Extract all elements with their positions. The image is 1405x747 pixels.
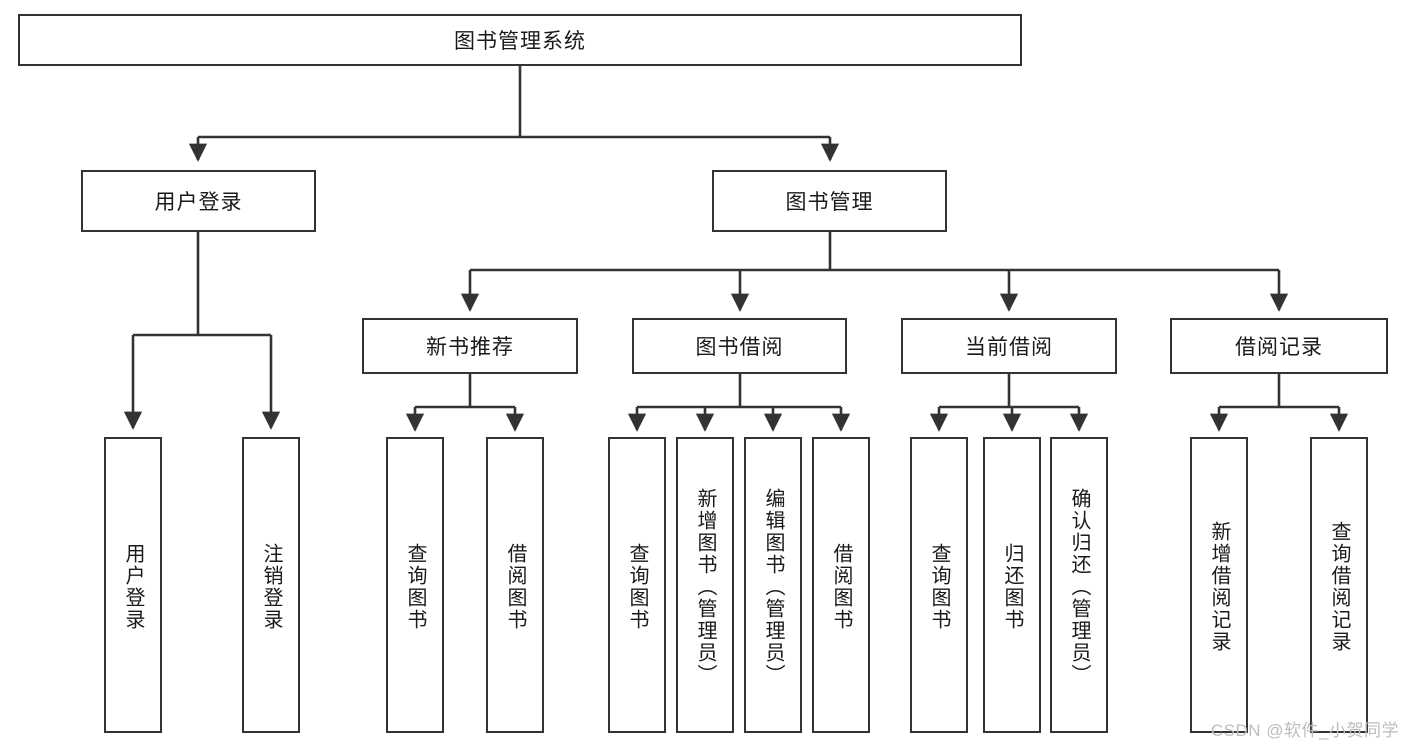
node-book-borrow-label: 图书借阅 — [695, 336, 784, 359]
leaf-node-label: 用户登录 — [122, 543, 144, 631]
leaf-node[interactable]: 确认归还（管理员） — [1050, 437, 1108, 733]
node-current-borrow-label: 当前借阅 — [965, 336, 1053, 359]
node-root-label: 图书管理系统 — [454, 30, 586, 53]
node-user-login[interactable]: 用户登录 — [81, 170, 316, 232]
leaf-node-label: 查询图书 — [928, 543, 950, 631]
node-book-borrow[interactable]: 图书借阅 — [632, 318, 847, 374]
leaf-node[interactable]: 查询图书 — [386, 437, 444, 733]
leaf-node[interactable]: 编辑图书（管理员） — [744, 437, 802, 733]
leaf-node-label: 借阅图书 — [504, 543, 526, 631]
node-borrow-record-label: 借阅记录 — [1235, 336, 1323, 359]
leaf-node-label: 查询借阅记录 — [1328, 521, 1350, 653]
leaf-node-label: 查询图书 — [626, 543, 648, 631]
leaf-node[interactable]: 查询图书 — [608, 437, 666, 733]
leaf-node-label: 新增图书（管理员） — [694, 488, 716, 686]
leaf-node[interactable]: 归还图书 — [983, 437, 1041, 733]
leaf-node-label: 确认归还（管理员） — [1068, 488, 1090, 686]
leaf-node-label: 借阅图书 — [830, 543, 852, 631]
node-root[interactable]: 图书管理系统 — [18, 14, 1022, 66]
node-book-management[interactable]: 图书管理 — [712, 170, 947, 232]
node-user-login-label: 用户登录 — [154, 191, 243, 214]
leaf-node-label: 归还图书 — [1001, 543, 1023, 631]
leaf-node[interactable]: 新增借阅记录 — [1190, 437, 1248, 733]
leaf-node[interactable]: 查询图书 — [910, 437, 968, 733]
leaf-node[interactable]: 借阅图书 — [812, 437, 870, 733]
node-book-management-label: 图书管理 — [785, 191, 874, 214]
node-new-book-recommend-label: 新书推荐 — [426, 336, 514, 359]
node-borrow-record[interactable]: 借阅记录 — [1170, 318, 1388, 374]
leaf-node[interactable]: 查询借阅记录 — [1310, 437, 1368, 733]
leaf-node-label: 新增借阅记录 — [1208, 521, 1230, 653]
watermark: CSDN @软件_小贺同学 — [1210, 721, 1399, 740]
leaf-node-label: 编辑图书（管理员） — [762, 488, 784, 686]
leaf-node-label: 查询图书 — [404, 543, 426, 631]
node-current-borrow[interactable]: 当前借阅 — [901, 318, 1117, 374]
leaf-node-label: 注销登录 — [260, 543, 282, 631]
leaf-node[interactable]: 用户登录 — [104, 437, 162, 733]
node-new-book-recommend[interactable]: 新书推荐 — [362, 318, 578, 374]
leaf-node[interactable]: 新增图书（管理员） — [676, 437, 734, 733]
leaf-node[interactable]: 借阅图书 — [486, 437, 544, 733]
leaf-node[interactable]: 注销登录 — [242, 437, 300, 733]
